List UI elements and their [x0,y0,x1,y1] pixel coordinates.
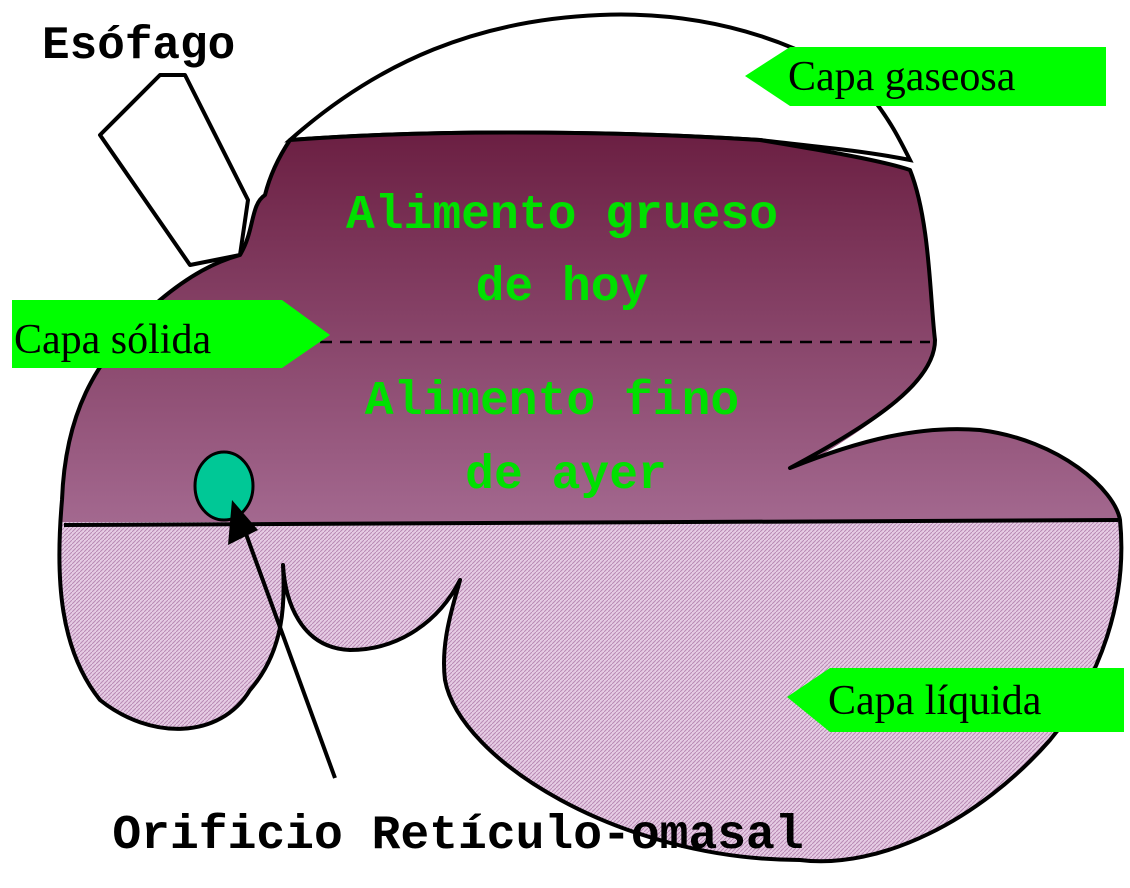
coarse-feed-label-line1: Alimento grueso [346,189,778,243]
rumen-outline [57,130,1124,864]
fine-feed-label-line2: de ayer [465,449,667,503]
orifice-label: Orificio Retículo-omasal [112,809,803,863]
esophagus-tube [98,73,250,267]
orifice-marker [193,450,255,522]
solid-layer-tag [12,300,330,368]
coarse-feed-label-line2: de hoy [476,261,649,315]
liquid-layer-region [59,522,1122,862]
liquid-layer-label: Capa líquida [828,678,1042,724]
solid-layer-region [60,132,1121,522]
esophagus-label: Esófago [42,20,235,72]
liquid-layer-tag [787,668,1124,732]
fine-feed-label-line1: Alimento fino [365,375,739,429]
orifice-pointer-line [236,511,337,779]
solid-layer-label: Capa sólida [14,317,211,363]
gas-layer-label: Capa gaseosa [788,54,1016,100]
orifice-pointer-arrowhead [228,500,258,545]
gas-layer-tag [745,47,1106,106]
